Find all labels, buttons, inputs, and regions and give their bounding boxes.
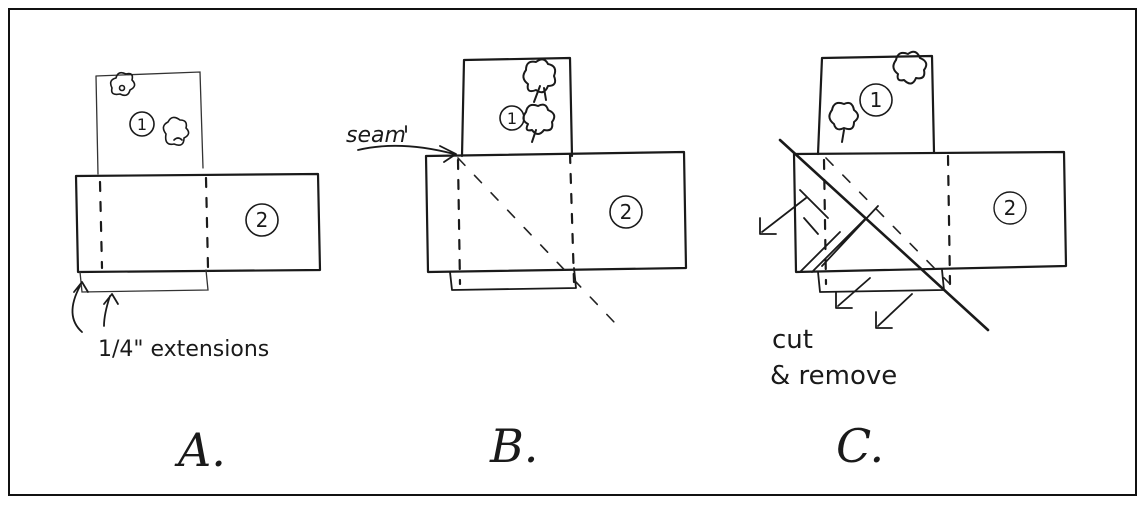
- arrow-icon: [103, 293, 119, 327]
- dashed-line: [568, 152, 576, 284]
- arrow-icon: [71, 281, 89, 333]
- piece-2-label: 2: [256, 208, 269, 232]
- piece-1-label: 1: [137, 115, 147, 134]
- dashed-line: [204, 176, 210, 270]
- diagram-frame: [8, 8, 1137, 496]
- piece-1-c: [816, 54, 936, 156]
- number-circle: [609, 195, 643, 229]
- dashed-line: [946, 154, 952, 286]
- number-circle: [129, 111, 155, 137]
- flower-icon: [828, 101, 859, 143]
- number-circle: [993, 191, 1027, 225]
- caption-a: A.: [174, 423, 226, 477]
- arrow-icon: [357, 125, 457, 163]
- extensions-annotation: 1/4" extensions: [98, 337, 269, 362]
- arrow-icon: [835, 277, 871, 309]
- dashed-line: [822, 158, 828, 286]
- arrow-icon: [875, 293, 913, 329]
- flower-icon: [109, 71, 136, 97]
- flower-icon: [892, 50, 928, 85]
- flower-icon: [522, 58, 557, 103]
- extension-b: [449, 267, 577, 291]
- extension-a: [79, 269, 209, 293]
- piece-2-a: [74, 172, 322, 274]
- removed-area-hatching: [799, 189, 879, 273]
- diagonal-dashed-line: [825, 157, 951, 285]
- seam-annotation: seam: [346, 123, 406, 148]
- arrow-icon: [759, 197, 807, 235]
- caption-c: C.: [836, 419, 884, 473]
- extension-c: [817, 269, 945, 293]
- cut-annotation: cut: [772, 325, 813, 355]
- cut-line: [778, 138, 990, 332]
- panel-b: 1 2 seam B.: [346, 56, 688, 473]
- panel-c: 1 2 cut & remove C.: [759, 50, 1068, 473]
- dashed-line: [98, 180, 104, 270]
- piece-2-label: 2: [1004, 196, 1017, 220]
- number-circle: [859, 83, 893, 117]
- panel-a: 1 2 1/4" extensions A.: [71, 71, 322, 477]
- dashed-line: [456, 158, 462, 286]
- piece-2-c: [792, 150, 1068, 274]
- number-circle: [499, 105, 525, 131]
- diagonal-dashed-line: [457, 157, 615, 323]
- flower-icon: [162, 116, 190, 146]
- piece-1-label: 1: [507, 109, 517, 128]
- piece-1-label: 1: [870, 88, 883, 112]
- remove-annotation: & remove: [770, 361, 897, 391]
- piece-2-label: 2: [620, 200, 633, 224]
- piece-1-b: [460, 56, 574, 158]
- caption-b: B.: [489, 419, 538, 473]
- piece-2-b: [424, 150, 688, 274]
- flower-icon: [522, 103, 556, 143]
- number-circle: [245, 203, 279, 237]
